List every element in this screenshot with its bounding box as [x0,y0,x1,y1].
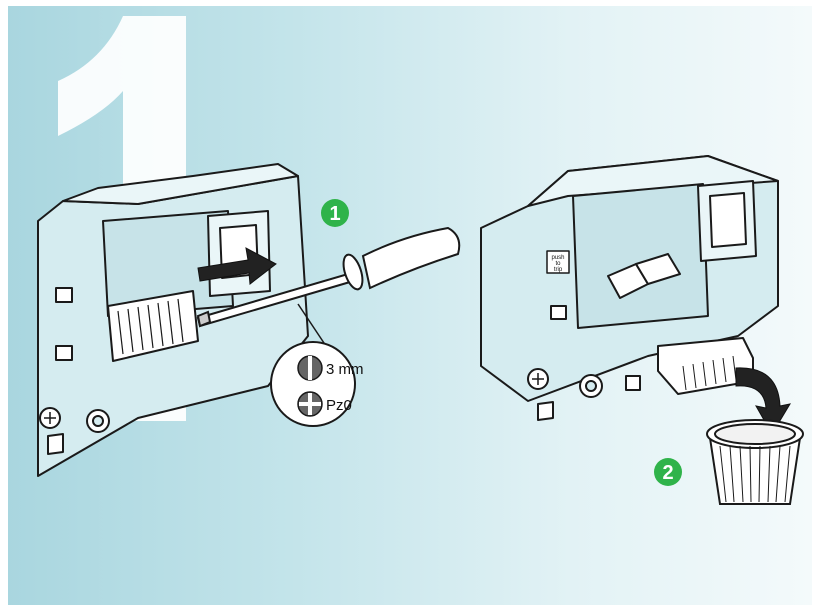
diagram-svg: 1 [37,16,804,505]
pozidriv-size-label: Pz0 [326,397,352,414]
diagram-canvas: 1 [8,6,812,605]
step-badge-2: 2 [654,458,682,486]
step-badge-1: 1 [321,199,349,227]
removed-slider-module [657,337,754,395]
push-to-trip-line1: push [551,255,564,261]
push-to-trip-line3: trip [554,267,563,273]
left-breaker-device [37,163,309,477]
tool-spec-magnifier: 3 mm Pz0 [270,341,364,427]
right-breaker-device [480,155,779,421]
waste-bin-icon [706,419,804,505]
push-to-trip-label: push to trip [551,255,564,273]
screwdriver [196,226,461,328]
push-arrow [197,247,277,285]
step-badge-1-number: 1 [329,203,340,225]
push-to-trip-line2: to [555,261,561,267]
step-badge-2-number: 2 [662,462,673,484]
pozidriv-screw-icon [297,391,323,417]
flat-blade-screw-icon [297,355,323,381]
magnifier-lead-line [297,303,327,347]
flat-blade-size-label: 3 mm [326,361,364,378]
